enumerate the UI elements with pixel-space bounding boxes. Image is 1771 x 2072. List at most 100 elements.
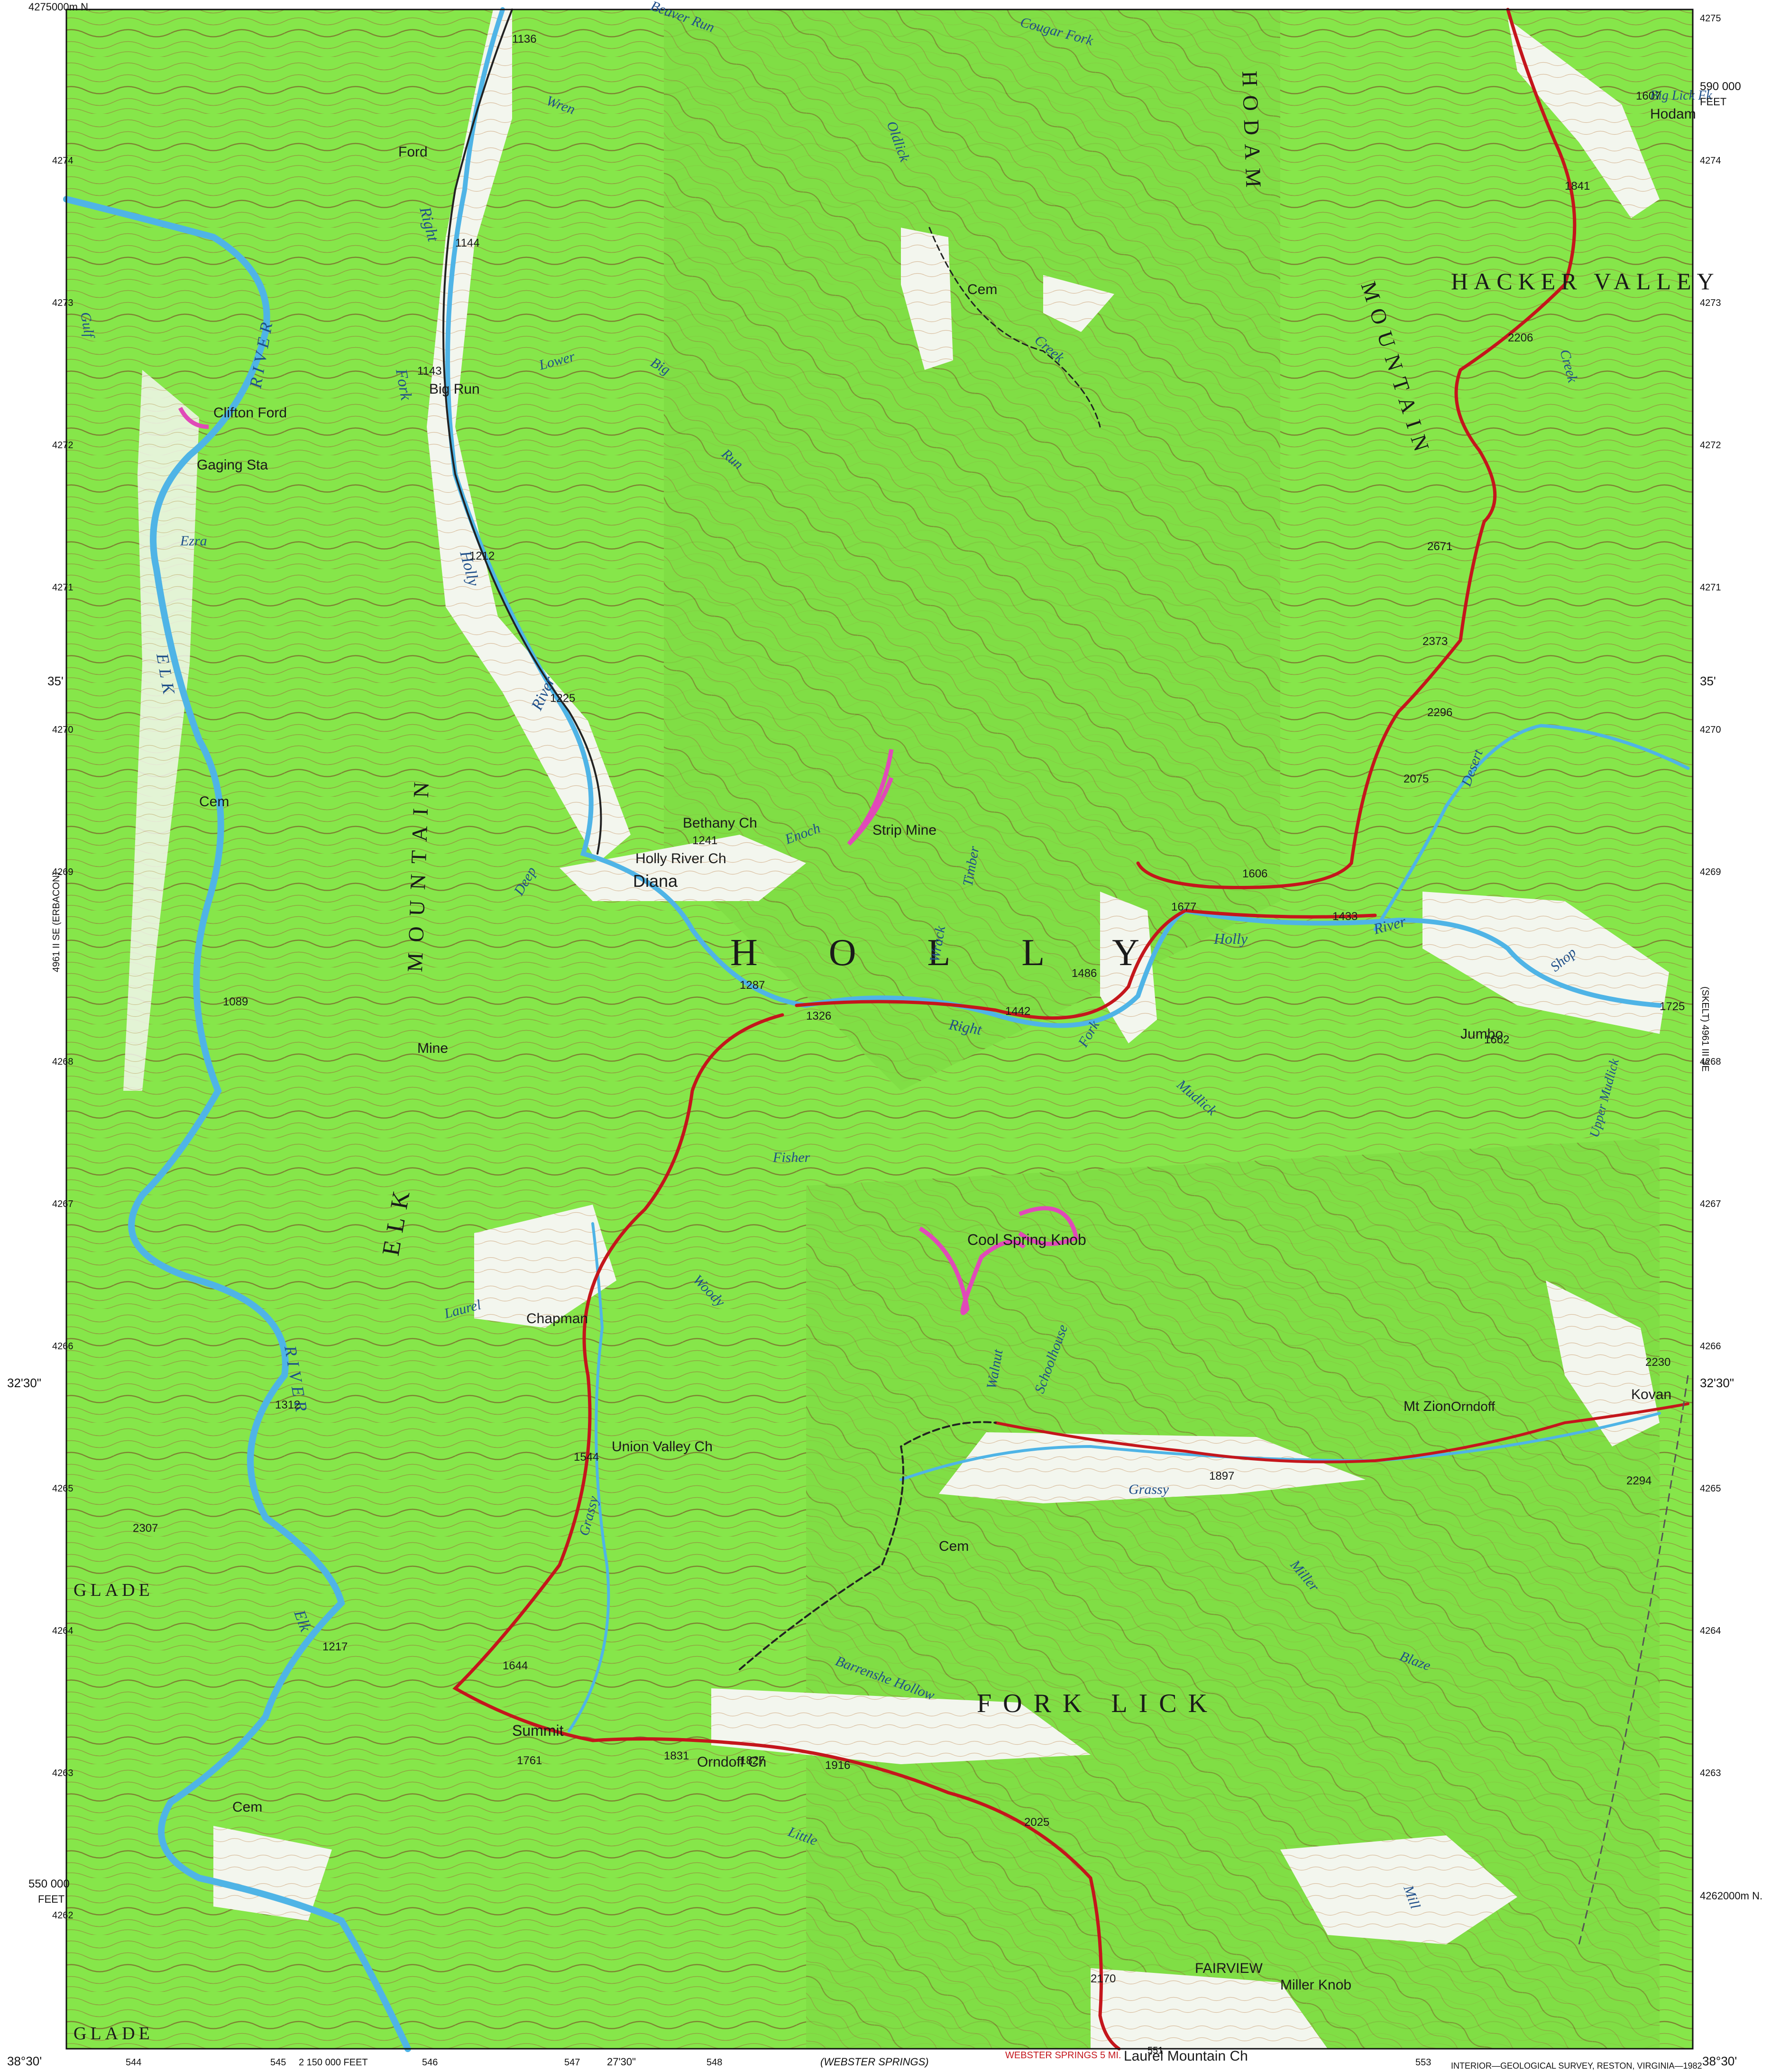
tick-lat-3830-l: 38°30' (7, 2054, 42, 2068)
place-strip-mine: Strip Mine (872, 822, 936, 838)
bm-1644: 1644 (503, 1659, 528, 1672)
place-kovan: Kovan (1631, 1387, 1671, 1402)
clearings (123, 9, 1669, 2049)
tick-r-4263: 4263 (1700, 1768, 1721, 1778)
label-big-lick-fk: Big Lick Fk (1650, 88, 1712, 103)
place-cem-3: Cem (967, 282, 997, 297)
tick-r-4272: 4272 (1700, 440, 1721, 451)
place-fairview: FAIRVIEW (1195, 1961, 1263, 1976)
tick-l-4262: 4262 (52, 1910, 73, 1921)
place-summit: Summit (512, 1722, 564, 1739)
route-grassy (994, 1402, 1689, 1464)
bm-1225: 1225 (550, 692, 575, 705)
railroad (1578, 1375, 1689, 1945)
place-orndoff: Orndoff (1451, 1399, 1495, 1414)
bm-1144: 1144 (455, 237, 480, 249)
tick-lat-35: 35' (47, 674, 64, 688)
bm-1486: 1486 (1072, 967, 1097, 980)
bm-2671: 2671 (1427, 540, 1452, 553)
place-cool-spring-knob: Cool Spring Knob (967, 1231, 1086, 1248)
tick-b-548: 548 (707, 2057, 722, 2068)
tick-r-4275: 4275 (1700, 13, 1721, 24)
tick-l-4271: 4271 (52, 582, 73, 593)
bm-2170: 2170 (1091, 1972, 1116, 1985)
tick-left-adjoin: 4961 II SE (ERBACON) (51, 872, 62, 972)
bm-1607: 1607 (1636, 90, 1661, 102)
tick-right-adjoin: (SKELT) 4961 III SE (1700, 986, 1710, 1072)
bm-1606: 1606 (1242, 867, 1267, 880)
tick-b-544: 544 (126, 2057, 141, 2068)
bm-1312: 1312 (275, 1399, 300, 1411)
tick-b-547: 547 (564, 2057, 580, 2068)
region-hodam: HODAM (1238, 71, 1266, 196)
bm-1662: 1662 (1484, 1033, 1509, 1046)
tick-b-551: 551 (1147, 2045, 1163, 2056)
bm-1827: 1827 (740, 1754, 765, 1767)
place-hodam: Hodam (1650, 106, 1696, 122)
tick-lat-35-r: 35' (1700, 674, 1716, 688)
label-grassy-2: Grassy (1129, 1482, 1169, 1497)
label-holly-lower: Holly (1213, 930, 1248, 947)
bm-2025: 2025 (1024, 1816, 1049, 1829)
place-chapman: Chapman (526, 1311, 588, 1326)
tick-4262000: 4262000m N. (1700, 1890, 1762, 1902)
tick-b-2730: 27'30" (607, 2056, 636, 2068)
tick-printer: INTERIOR—GEOLOGICAL SURVEY, RESTON, VIRG… (1451, 2061, 1702, 2071)
woodland-fill-south (806, 1138, 1660, 2049)
bm-2373: 2373 (1422, 635, 1448, 648)
place-big-run: Big Run (429, 381, 480, 397)
tick-r-4269: 4269 (1700, 867, 1721, 877)
place-cem-1: Cem (199, 794, 229, 810)
tick-l-4273: 4273 (52, 298, 73, 308)
bm-1544: 1544 (574, 1451, 599, 1464)
bm-2230: 2230 (1645, 1356, 1670, 1369)
bm-2307: 2307 (133, 1522, 158, 1535)
place-bethany-ch: Bethany Ch (683, 815, 757, 831)
strip-mine-knob (1018, 1206, 1079, 1246)
tick-l-4263: 4263 (52, 1768, 73, 1778)
bm-2296: 2296 (1427, 706, 1452, 719)
bm-1217: 1217 (322, 1640, 348, 1653)
place-mt-zion: Mt Zion (1404, 1399, 1451, 1414)
bm-1326: 1326 (806, 1010, 831, 1022)
route-big-run (442, 9, 602, 855)
region-glade-2: GLADE (73, 2024, 154, 2044)
place-cem-2: Cem (939, 1538, 969, 1554)
tick-b-2150000: 2 150 000 FEET (299, 2057, 368, 2068)
bm-1761: 1761 (517, 1754, 542, 1767)
tick-b-webster: (WEBSTER SPRINGS) (820, 2056, 929, 2068)
tick-r-4268: 4268 (1700, 1057, 1721, 1067)
bm-1241: 1241 (692, 834, 717, 847)
route-summit (452, 1013, 1121, 2051)
right-fork-holly-river (445, 7, 1662, 1028)
tick-right-feet: FEET (1700, 96, 1726, 108)
bm-1841: 1841 (1565, 180, 1590, 193)
strip-mine-enoch (847, 749, 894, 846)
tick-l-4264: 4264 (52, 1626, 73, 1636)
place-laurel-mountain-ch: Laurel Mountain Ch (1124, 2048, 1248, 2064)
bm-2075: 2075 (1404, 773, 1429, 785)
tick-r-4274: 4274 (1700, 156, 1721, 166)
tick-l-4274: 4274 (52, 156, 73, 166)
tick-l-4265: 4265 (52, 1483, 73, 1494)
label-ezra: Ezra (180, 533, 207, 549)
bm-1212: 1212 (469, 550, 495, 562)
route-barrenshe (739, 1421, 997, 1670)
elevation-labels: 1241 1287 1326 1442 1486 1606 1677 2075 … (133, 33, 1685, 1985)
bm-1831: 1831 (664, 1750, 689, 1762)
bm-1287: 1287 (740, 979, 765, 992)
place-holly-river-ch: Holly River Ch (635, 851, 726, 866)
state-route-holly (795, 909, 1377, 1020)
bm-1725: 1725 (1660, 1000, 1685, 1013)
tick-r-4267: 4267 (1700, 1199, 1721, 1209)
bm-1897: 1897 (1209, 1470, 1234, 1483)
tick-l-4270: 4270 (52, 725, 73, 735)
bm-1433: 1433 (1332, 910, 1358, 923)
label-fisher: Fisher (772, 1150, 810, 1165)
neatline (65, 9, 1694, 2050)
tick-l-4272: 4272 (52, 440, 73, 451)
tick-r-4264: 4264 (1700, 1626, 1721, 1636)
tick-left-feet: FEET (38, 1893, 64, 1905)
place-labels: Diana Big Run Hodam Jumbo Chapman Summit… (197, 106, 1696, 2064)
